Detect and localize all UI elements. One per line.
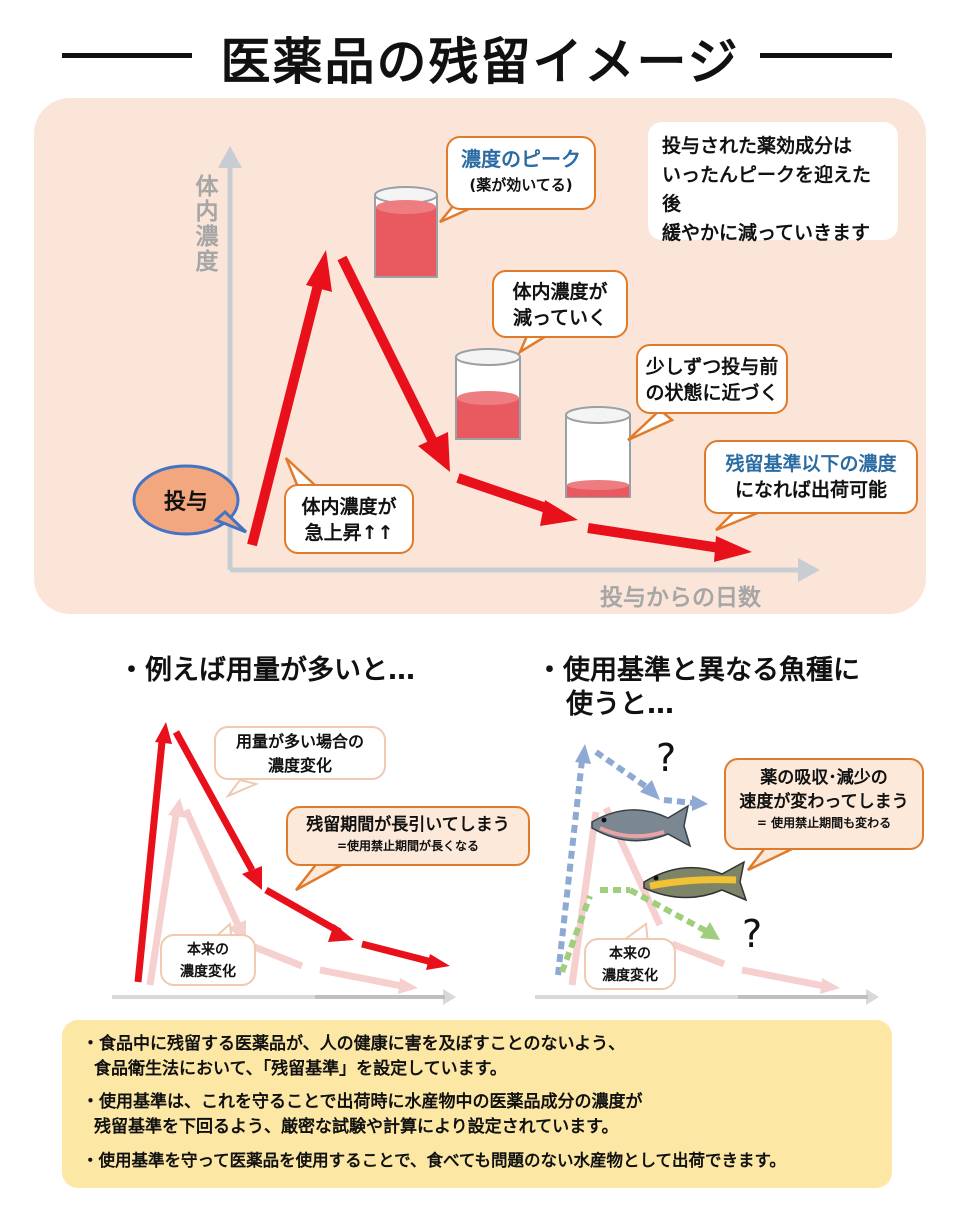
approach-bubble: 少しずつ投与前 の状態に近づく xyxy=(636,344,788,414)
question-mark-top: ? xyxy=(656,736,677,780)
decrease-bubble-line2: 減っていく xyxy=(512,307,608,329)
right-heading-line2: 使うと… xyxy=(566,689,674,720)
title-row: 医薬品の残留イメージ xyxy=(0,10,960,91)
left-dose-bubble-line2: 濃度変化 xyxy=(267,756,332,775)
left-heading: ・例えば用量が多いと… xyxy=(118,655,415,686)
yellowtail-icon xyxy=(643,860,748,902)
left-original-bubble-line1: 本来の xyxy=(187,942,229,958)
below-standard-bubble: 残留基準以下の濃度 になれば出荷可能 xyxy=(704,440,918,514)
approach-bubble-line2: の状態に近づく xyxy=(645,382,779,404)
concentration-curve xyxy=(247,250,752,562)
right-speed-bubble: 薬の吸収･減少の 速度が変わってしまう = 使用禁止期間も変わる xyxy=(724,758,924,850)
cup-nearly-empty xyxy=(565,406,631,498)
footer-item-3-line1: ・使用基準を守って医薬品を使用することで、食べても問題のない水産物として出荷でき… xyxy=(82,1151,786,1170)
rise-bubble-line1: 体内濃度が xyxy=(301,496,397,518)
question-mark-bottom: ? xyxy=(742,912,763,956)
rise-bubble: 体内濃度が 急上昇↑↑ xyxy=(284,484,414,554)
left-residue-bubble-line2: =使用禁止期間が長くなる xyxy=(336,839,480,853)
peak-bubble: 濃度のピーク (薬が効いてる) xyxy=(446,136,596,210)
cup-peak xyxy=(374,186,438,278)
cup-decreasing xyxy=(455,348,521,440)
title-rule-left xyxy=(62,53,192,58)
right-original-bubble-line2: 濃度変化 xyxy=(602,968,658,984)
note-line2: いったんピークを迎えた後 xyxy=(662,164,872,215)
approach-bubble-line1: 少しずつ投与前 xyxy=(645,356,779,378)
peak-bubble-title: 濃度のピーク xyxy=(461,147,581,171)
right-heading-line1: ・使用基準と異なる魚種に xyxy=(536,655,860,686)
rise-bubble-line2: 急上昇↑↑ xyxy=(304,522,394,544)
salmon-icon xyxy=(591,804,692,848)
right-original-bubble: 本来の 濃度変化 xyxy=(584,938,676,990)
left-dose-bubble: 用量が多い場合の 濃度変化 xyxy=(214,726,386,780)
y-axis-label: 体内濃度 xyxy=(191,174,217,274)
footer-item-2-line1: ・使用基準は、これを守ることで出荷時に水産物中の医薬品成分の濃度が xyxy=(82,1092,643,1112)
left-dose-bubble-line1: 用量が多い場合の xyxy=(235,732,364,751)
right-heading: ・使用基準と異なる魚種に 使うと… xyxy=(536,654,860,722)
footer-notes: ・食品中に残留する医薬品が、人の健康に害を及ぼすことのないよう、 食品衛生法にお… xyxy=(62,1020,892,1188)
left-original-bubble-line2: 濃度変化 xyxy=(180,964,236,980)
below-standard-title: 残留基準以下の濃度 xyxy=(725,453,897,475)
footer-item-1: ・食品中に残留する医薬品が、人の健康に害を及ぼすことのないよう、 食品衛生法にお… xyxy=(82,1032,872,1082)
explanation-note: 投与された薬効成分は いったんピークを迎えた後 緩やかに減っていきます xyxy=(648,122,898,244)
left-residue-bubble-line1: 残留期間が長引いてしまう xyxy=(306,815,510,835)
decrease-bubble: 体内濃度が 減っていく xyxy=(492,270,628,338)
below-standard-sub: になれば出荷可能 xyxy=(734,479,887,501)
note-line3: 緩やかに減っていきます xyxy=(662,222,871,244)
peak-bubble-sub: (薬が効いてる) xyxy=(469,176,573,194)
footer-item-2-line2: 残留基準を下回るよう、厳密な試験や計算により設定されています。 xyxy=(94,1117,619,1137)
left-original-bubble: 本来の 濃度変化 xyxy=(160,934,256,986)
footer-item-1-line1: ・食品中に残留する医薬品が、人の健康に害を及ぼすことのないよう、 xyxy=(82,1034,626,1054)
footer-item-2: ・使用基準は、これを守ることで出荷時に水産物中の医薬品成分の濃度が 残留基準を下… xyxy=(82,1090,872,1140)
x-axis-label: 投与からの日数 xyxy=(600,585,761,611)
note-line1: 投与された薬効成分は xyxy=(662,135,853,157)
title-rule-right xyxy=(760,53,892,58)
page-title: 医薬品の残留イメージ xyxy=(220,33,740,91)
footer-item-3: ・使用基準を守って医薬品を使用することで、食べても問題のない水産物として出荷でき… xyxy=(82,1148,872,1173)
right-speed-bubble-line3: = 使用禁止期間も変わる xyxy=(756,816,892,830)
left-residue-bubble: 残留期間が長引いてしまう =使用禁止期間が長くなる xyxy=(286,806,530,866)
right-speed-bubble-line2: 速度が変わってしまう xyxy=(739,792,909,812)
right-original-bubble-line1: 本来の xyxy=(609,946,651,962)
dose-marker xyxy=(132,464,248,536)
decrease-bubble-line1: 体内濃度が xyxy=(512,281,608,303)
dose-label: 投与 xyxy=(163,490,208,515)
right-speed-bubble-line1: 薬の吸収･減少の xyxy=(760,768,888,788)
footer-item-1-line2: 食品衛生法において、「残留基準」を設定しています。 xyxy=(94,1059,507,1079)
left-example-chart xyxy=(112,722,456,1005)
